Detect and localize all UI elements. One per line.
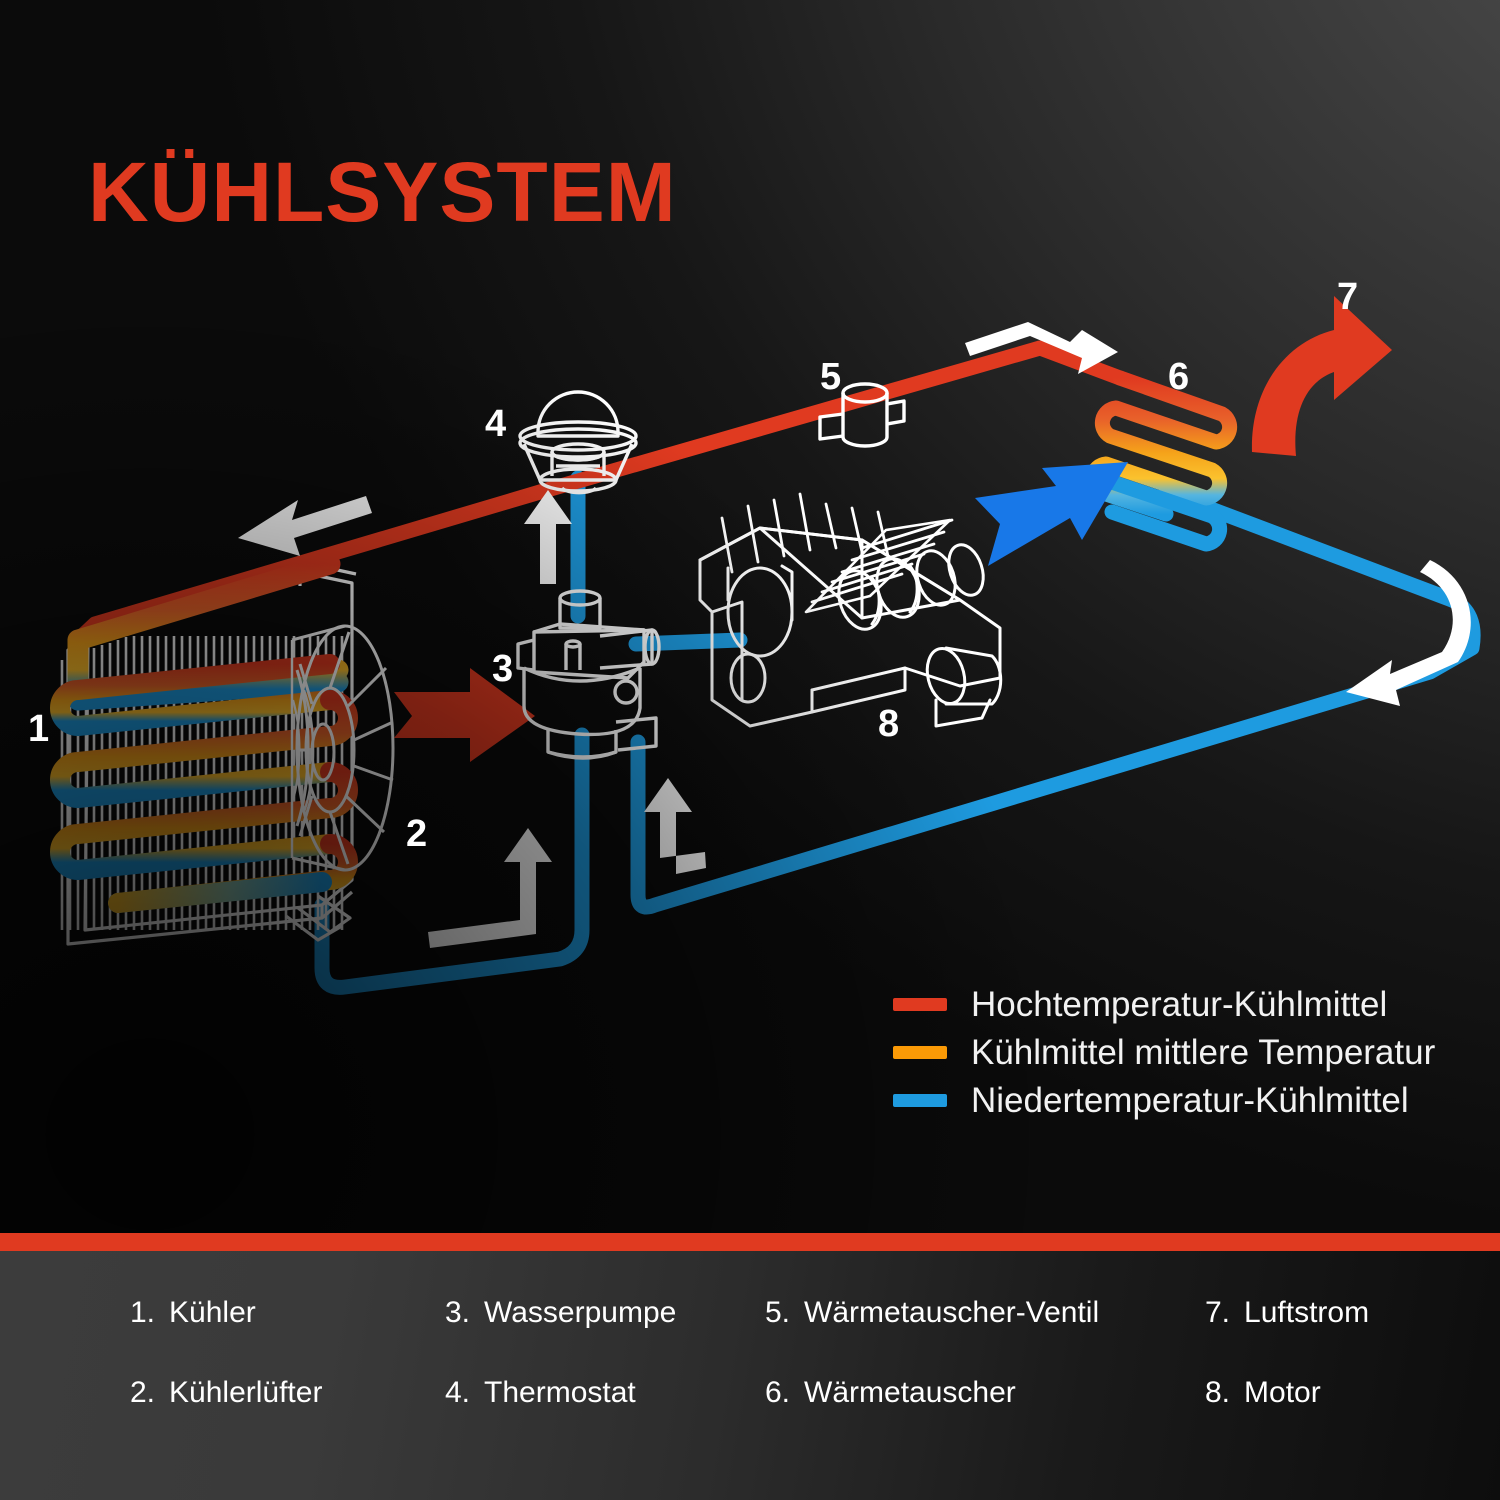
heat-exchanger-cold-rung [1092, 470, 1228, 552]
key-item-4: 4. Thermostat [445, 1376, 765, 1410]
key-number-5: 5. [765, 1296, 791, 1329]
key-label-7: Luftstrom [1244, 1296, 1370, 1329]
key-item-5: 5. Wärmetauscher-Ventil [765, 1296, 1205, 1330]
pipe-cold-pump-to-radiator [314, 727, 590, 995]
key-number-8: 8. [1205, 1376, 1231, 1409]
thermostat [518, 390, 638, 495]
key-item-7: 7. Luftstrom [1205, 1296, 1430, 1330]
callout-1: 1 [28, 708, 50, 750]
arrow-cold-riser [524, 490, 572, 584]
legend-label-mid: Kühlmittel mittlere Temperatur [971, 1032, 1436, 1072]
legend-swatch-hot [893, 997, 947, 1011]
key-number-6: 6. [765, 1376, 791, 1409]
key-item-6: 6. Wärmetauscher [765, 1376, 1205, 1410]
key-number-1: 1. [130, 1296, 156, 1329]
key-item-1: 1. Kühler [130, 1296, 445, 1330]
accent-divider [0, 1233, 1500, 1251]
key-label-3: Wasserpumpe [484, 1296, 677, 1329]
callout-7: 7 [1337, 276, 1359, 318]
callout-5: 5 [820, 356, 842, 398]
legend-label-hot: Hochtemperatur-Kühlmittel [971, 984, 1388, 1024]
legend-label-cold: Niedertemperatur-Kühlmittel [971, 1080, 1409, 1120]
legend-row-mid: Kühlmittel mittlere Temperatur [893, 1028, 1435, 1076]
callout-2: 2 [406, 813, 428, 855]
page-title: KÜHLSYSTEM [88, 145, 677, 239]
legend-swatch-cold [893, 1093, 947, 1107]
radiator [50, 553, 358, 946]
cold-air-in-arrow [975, 462, 1128, 566]
key-number-2: 2. [130, 1376, 156, 1409]
key-label-5: Wärmetauscher-Ventil [804, 1296, 1100, 1329]
callout-3: 3 [492, 648, 514, 690]
arrow-hot-to-radiator [238, 496, 372, 556]
heat-exchanger-valve [818, 382, 906, 448]
key-label-8: Motor [1244, 1376, 1321, 1409]
key-number-4: 4. [445, 1376, 471, 1409]
cooling-circuit-svg [50, 296, 1481, 995]
key-label-4: Thermostat [484, 1376, 636, 1409]
hot-air-out-arrow [1251, 296, 1392, 456]
flow-direction-arrows [238, 322, 1471, 948]
legend-row-cold: Niedertemperatur-Kühlmittel [893, 1076, 1435, 1124]
component-key-footer: 1. Kühler 3. Wasserpumpe 5. Wärmetausche… [0, 1251, 1500, 1500]
radiator-coil-outlet [108, 872, 332, 913]
key-label-1: Kühler [169, 1296, 256, 1329]
key-label-6: Wärmetauscher [804, 1376, 1016, 1409]
key-item-2: 2. Kühlerlüfter [130, 1376, 445, 1410]
legend-row-hot: Hochtemperatur-Kühlmittel [893, 980, 1435, 1028]
radiator-fan [290, 624, 395, 872]
engine-block [698, 492, 1003, 728]
key-number-7: 7. [1205, 1296, 1231, 1329]
arrow-cold-from-engine [644, 778, 706, 874]
arrow-cold-return [1346, 560, 1471, 706]
pipe-cold-return-bottom [630, 592, 1481, 915]
water-pump [516, 589, 661, 760]
key-item-3: 3. Wasserpumpe [445, 1296, 765, 1330]
legend: Hochtemperatur-Kühlmittel Kühlmittel mit… [893, 980, 1435, 1124]
key-item-8: 8. Motor [1205, 1376, 1430, 1410]
legend-swatch-mid [893, 1045, 947, 1059]
callout-6: 6 [1168, 356, 1190, 398]
radiator-air-out-arrow [394, 668, 535, 762]
diagram-stage: KÜHLSYSTEM [0, 0, 1500, 1233]
key-label-2: Kühlerlüfter [169, 1376, 323, 1409]
callout-8: 8 [878, 703, 900, 745]
callout-4: 4 [485, 403, 507, 445]
arrow-hot-to-hx [965, 322, 1118, 374]
component-key-grid: 1. Kühler 3. Wasserpumpe 5. Wärmetausche… [130, 1296, 1430, 1410]
key-number-3: 3. [445, 1296, 471, 1329]
arrow-cold-to-radiator [428, 828, 552, 948]
